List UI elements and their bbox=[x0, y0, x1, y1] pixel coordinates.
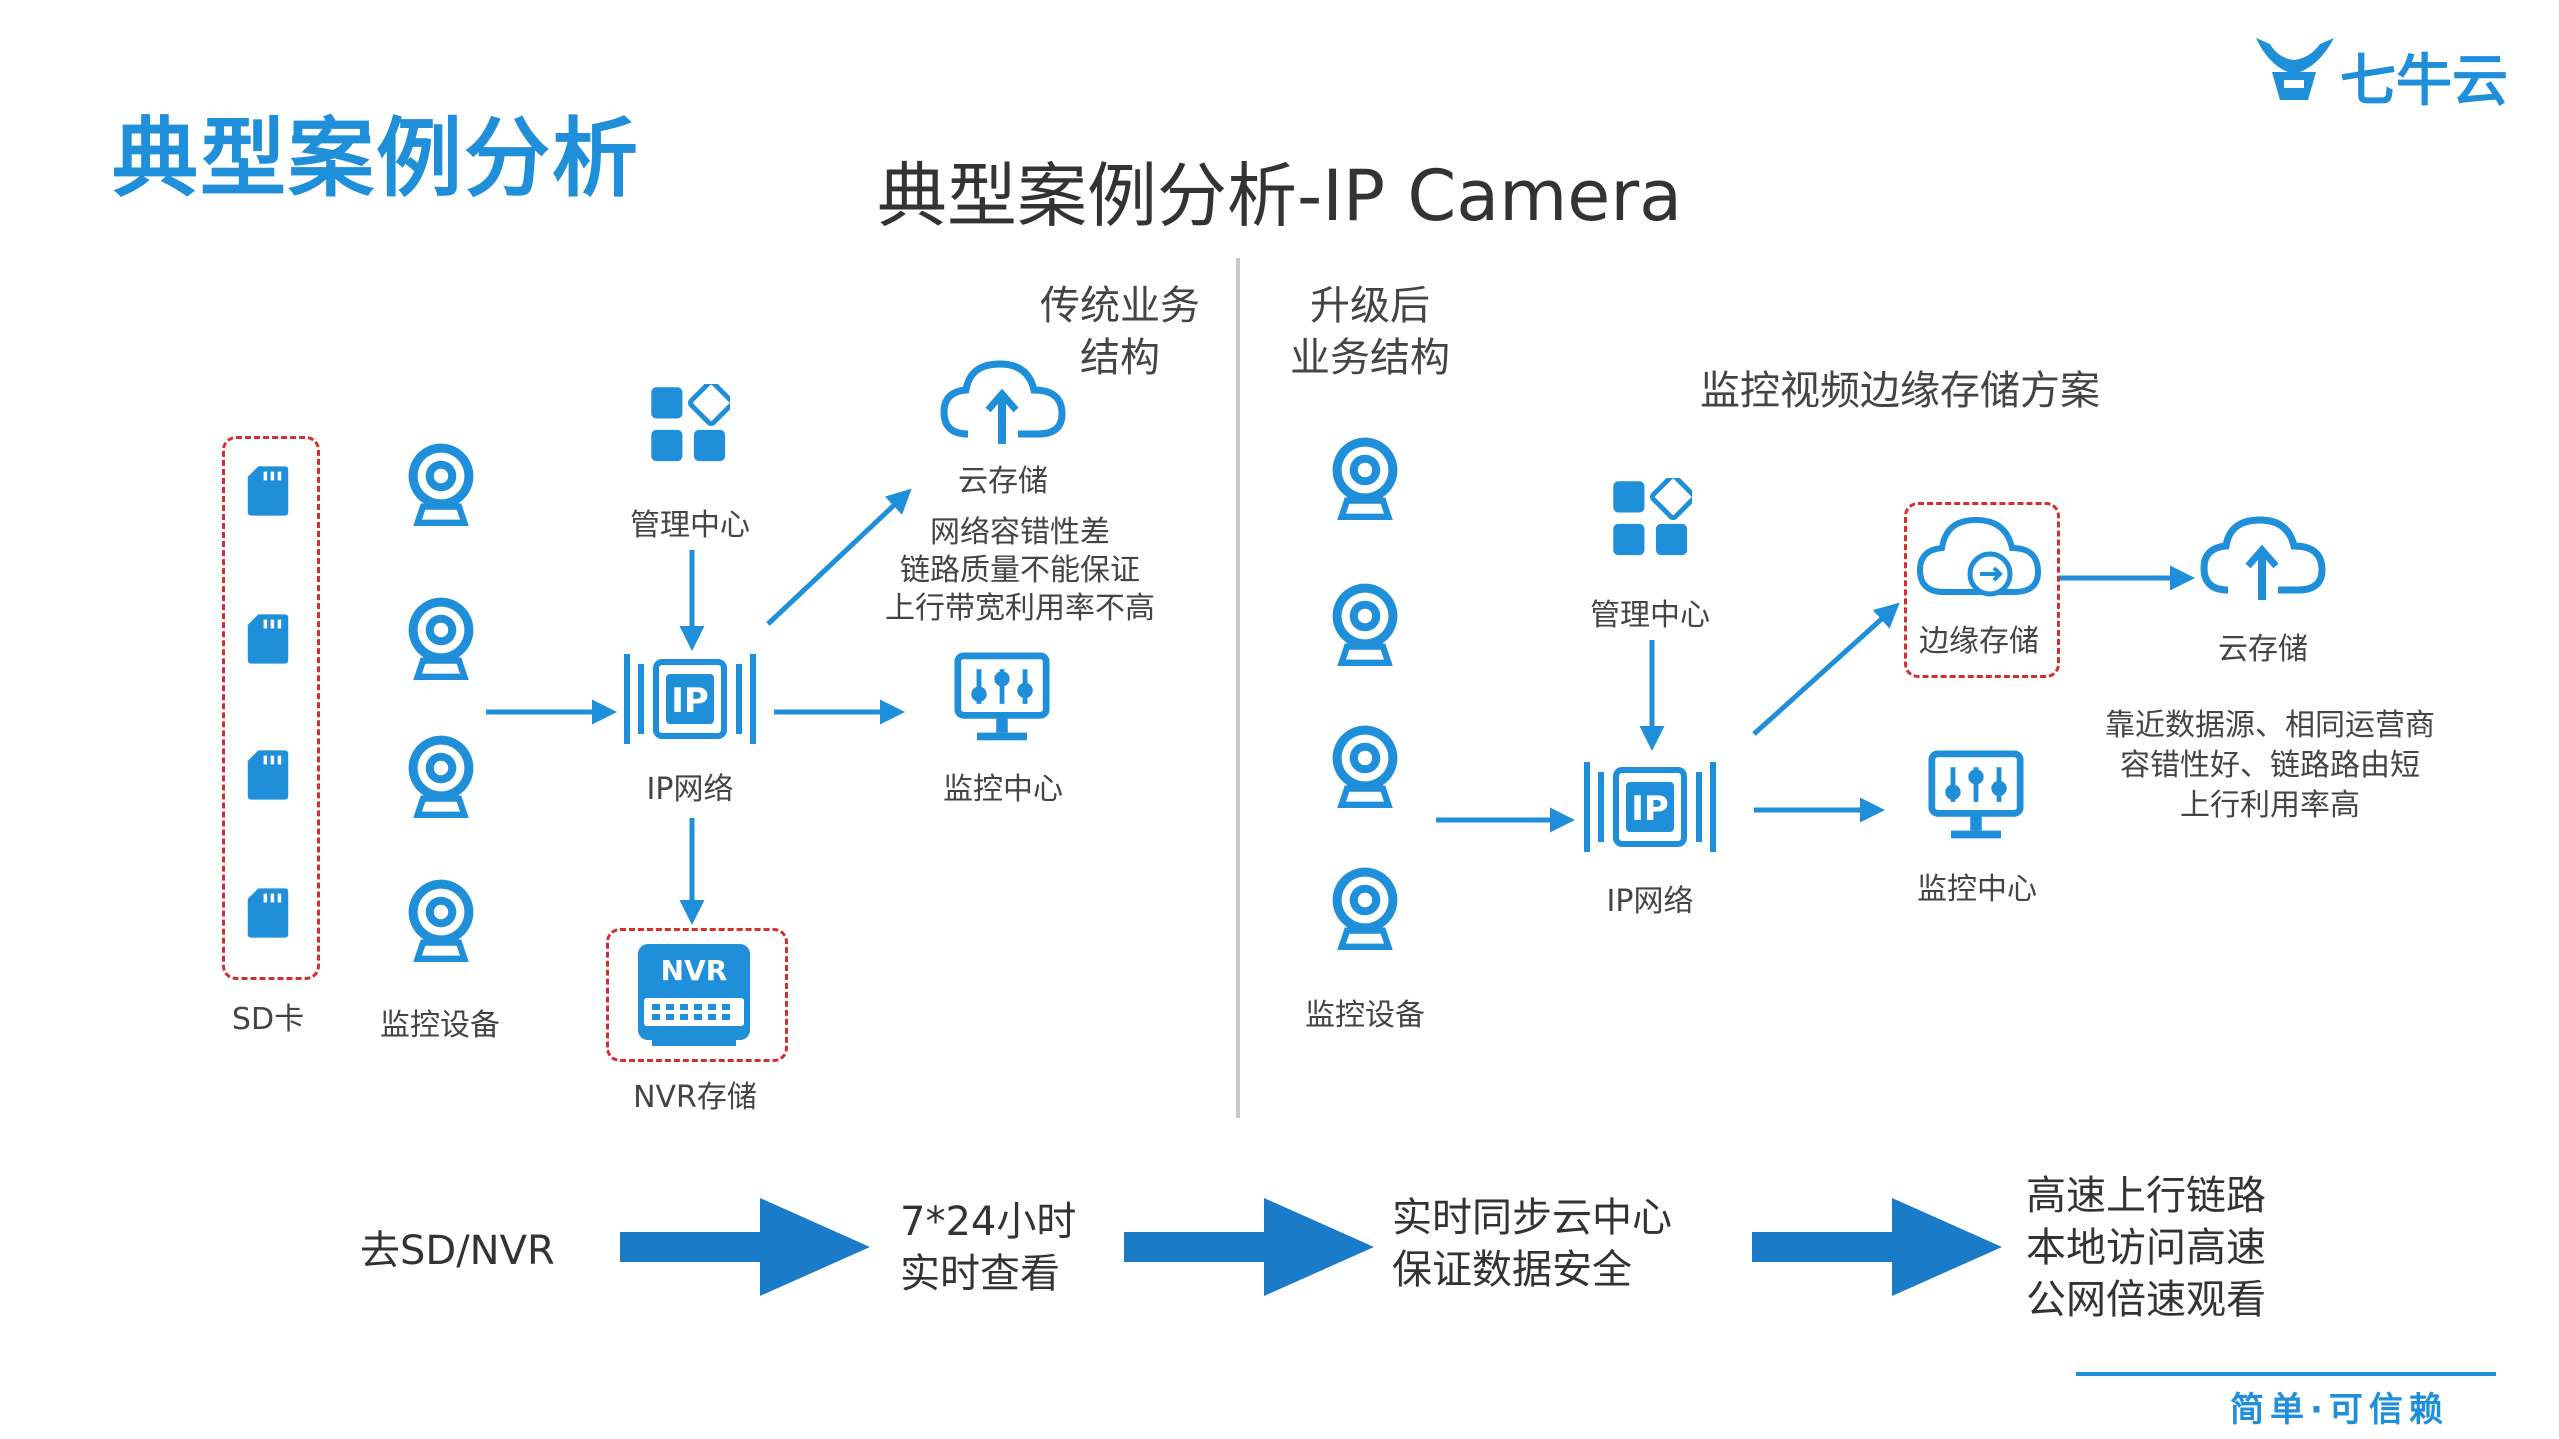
slogan: 简单·可信赖 bbox=[2230, 1390, 2449, 1430]
flow-step-3-line2: 保证数据安全 bbox=[1392, 1247, 1632, 1293]
benefit-item: 靠近数据源、相同运营商 bbox=[2105, 708, 2435, 743]
flow-step-4-line1: 高速上行链路 bbox=[2026, 1173, 2266, 1219]
right-section-title: 升级后 业务结构 bbox=[1260, 280, 1480, 384]
flow-step-2-line1: 7*24小时 bbox=[900, 1199, 1077, 1245]
right-diagram-arrows bbox=[1436, 565, 2195, 833]
issue-item: 上行带宽利用率不高 bbox=[885, 591, 1155, 626]
flow-step-4-line2: 本地访问高速 bbox=[2026, 1225, 2266, 1271]
flow-step-3: 实时同步云中心 保证数据安全 bbox=[1392, 1192, 1672, 1296]
arrow-ip-to-edge bbox=[1752, 602, 1900, 736]
sd-card-group bbox=[222, 436, 320, 980]
edge-storage-box bbox=[1904, 502, 2060, 678]
cloud-storage-label: 云存储 bbox=[2218, 632, 2308, 667]
logo-text: 七牛云 bbox=[2340, 49, 2508, 114]
footer-rule bbox=[2076, 1372, 2496, 1376]
issue-item: 网络容错性差 bbox=[930, 515, 1110, 550]
nvr-storage-box bbox=[606, 928, 788, 1062]
section-divider bbox=[1236, 258, 1240, 1118]
flow-arrow bbox=[620, 1198, 870, 1296]
sd-card-label: SD卡 bbox=[231, 1002, 305, 1037]
flow-arrow bbox=[1124, 1198, 1374, 1296]
cloud-storage-label: 云存储 bbox=[958, 464, 1048, 499]
left-section-title-line1: 传统业务 bbox=[1040, 283, 1200, 329]
devices-label: 监控设备 bbox=[1305, 998, 1425, 1033]
flow-step-4: 高速上行链路 本地访问高速 公网倍速观看 bbox=[2026, 1170, 2266, 1326]
devices-label: 监控设备 bbox=[380, 1008, 500, 1043]
ox-head-icon bbox=[2256, 38, 2334, 100]
benefits-list: 靠近数据源、相同运营商 容错性好、链路路由短 上行利用率高 bbox=[2060, 706, 2480, 826]
nvr-storage-label: NVR存储 bbox=[633, 1080, 757, 1115]
left-section-title: 传统业务 结构 bbox=[1020, 280, 1220, 384]
slide-title: 典型案例分析 bbox=[112, 109, 640, 209]
management-center-label: 管理中心 bbox=[1590, 598, 1710, 633]
benefit-item: 容错性好、链路路由短 bbox=[2120, 748, 2420, 783]
flow-step-2: 7*24小时 实时查看 bbox=[900, 1196, 1076, 1300]
issues-list: 网络容错性差 链路质量不能保证 上行带宽利用率不高 bbox=[830, 514, 1210, 628]
ip-network-label: IP网络 bbox=[646, 772, 734, 807]
right-section-title-line1: 升级后 bbox=[1310, 283, 1430, 329]
monitor-center-label: 监控中心 bbox=[943, 772, 1063, 807]
page-title: 典型案例分析-IP Camera bbox=[876, 155, 1683, 237]
flow-arrow bbox=[1752, 1198, 2002, 1296]
flow-step-1: 去SD/NVR bbox=[360, 1228, 555, 1274]
left-diagram-arrows bbox=[486, 488, 912, 925]
left-section-title-line2: 结构 bbox=[1080, 335, 1160, 381]
management-center-label: 管理中心 bbox=[630, 508, 750, 543]
benefit-item: 上行利用率高 bbox=[2180, 788, 2360, 823]
monitor-center-label: 监控中心 bbox=[1917, 872, 2037, 907]
flow-step-4-line3: 公网倍速观看 bbox=[2026, 1277, 2266, 1323]
edge-storage-label: 边缘存储 bbox=[1919, 624, 2039, 659]
nvr-icon-text: NVR bbox=[660, 954, 728, 987]
issue-item: 链路质量不能保证 bbox=[900, 553, 1140, 588]
arrow-ip-to-cloud bbox=[766, 488, 912, 626]
qiniu-logo bbox=[2250, 28, 2510, 108]
flow-step-3-line1: 实时同步云中心 bbox=[1392, 1195, 1672, 1241]
right-section-title-line2: 业务结构 bbox=[1290, 335, 1450, 381]
flow-step-2-line2: 实时查看 bbox=[900, 1251, 1060, 1297]
ip-network-label: IP网络 bbox=[1606, 884, 1694, 919]
scheme-title: 监控视频边缘存储方案 bbox=[1700, 368, 2100, 414]
